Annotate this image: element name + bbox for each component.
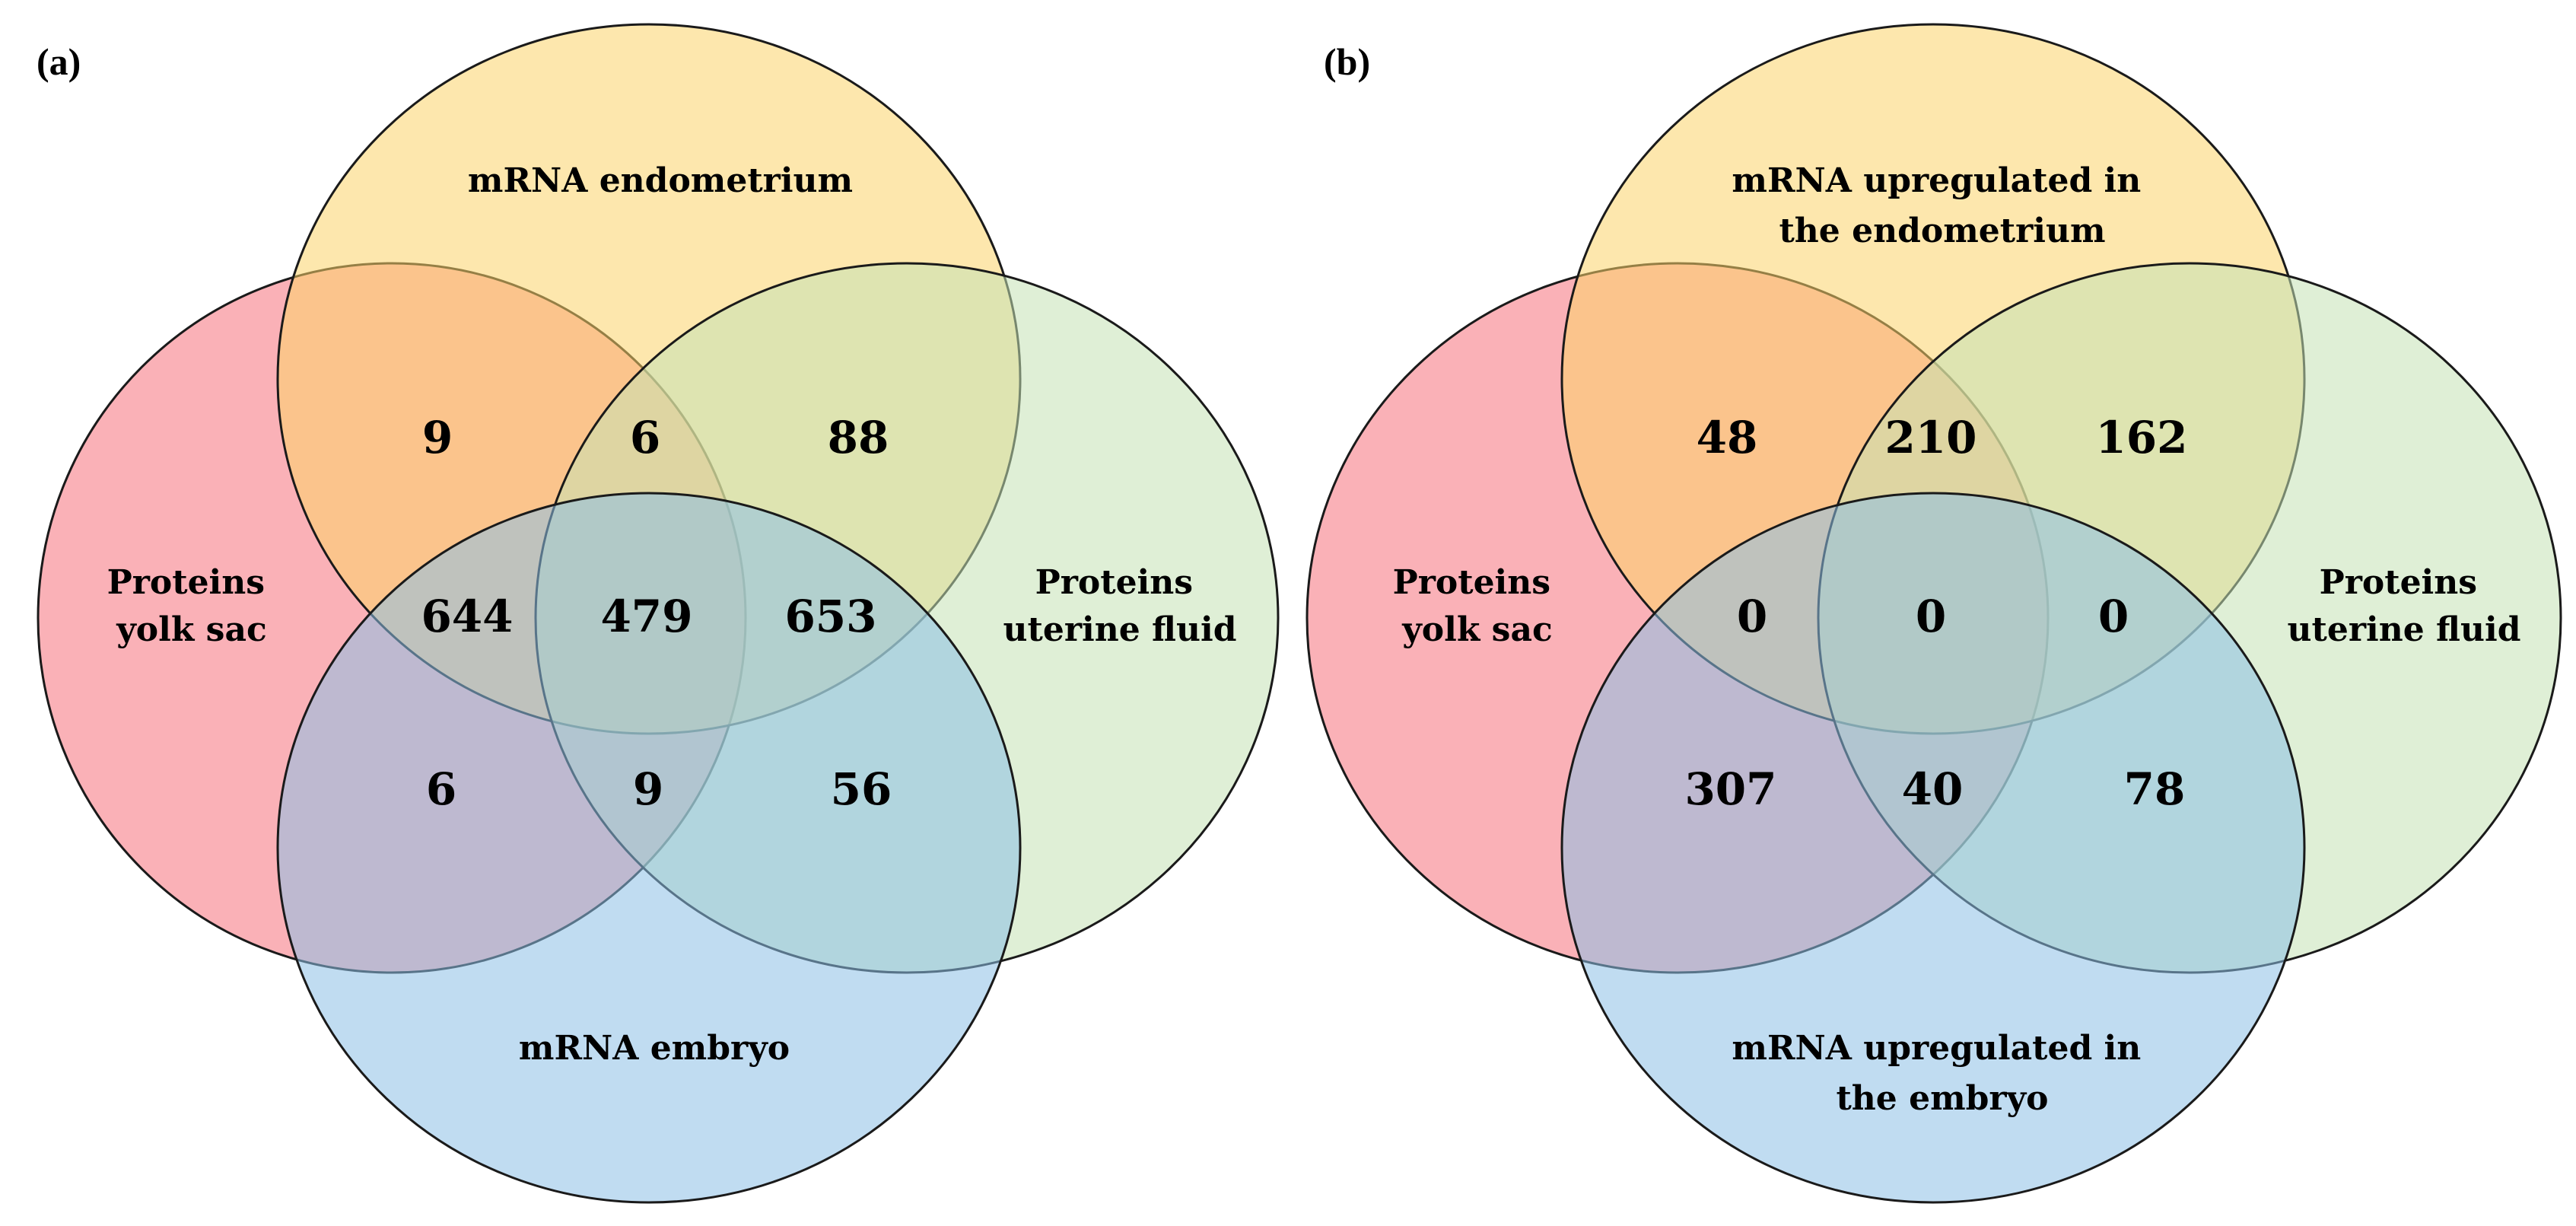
count-yolk-endo: 9 — [422, 412, 453, 463]
count-yolk-endo: 48 — [1697, 412, 1758, 463]
set-embryo — [276, 492, 1022, 1204]
set-label-embryo: mRNA upregulated in the embryo — [1732, 1029, 2152, 1118]
venn-sets — [37, 23, 1280, 1204]
count-yolk-endo-fluid: 6 — [630, 412, 660, 463]
count-yolk-endo-embryo: 0 — [1737, 591, 1767, 642]
count-yolk-endo-fluid: 210 — [1884, 412, 1977, 463]
panel-label: (a) — [37, 40, 81, 83]
set-label-embryo: mRNA embryo — [519, 1029, 790, 1068]
count-all-four: 0 — [1916, 591, 1946, 642]
set-label-yolk-sac: Proteins yolk sac — [1393, 563, 1563, 649]
set-label-endometrium: mRNA endometrium — [468, 161, 853, 200]
count-fluid-embryo: 56 — [831, 763, 892, 815]
venn-sets — [1305, 23, 2562, 1204]
set-label-uterine-fluid: Proteins uterine fluid — [2288, 563, 2521, 649]
venn-panel-a: (a) mRNA endometrium Proteins yolk sac P… — [37, 23, 1280, 1204]
count-fluid-embryo: 78 — [2124, 763, 2186, 815]
count-all-four: 479 — [600, 591, 692, 642]
count-endo-fluid-embryo: 653 — [784, 591, 876, 642]
set-label-uterine-fluid: Proteins uterine fluid — [1003, 563, 1237, 649]
count-yolk-embryo: 6 — [426, 763, 456, 815]
count-yolk-fluid-embryo: 9 — [633, 763, 663, 815]
set-embryo — [1560, 492, 2306, 1204]
count-endo-fluid: 88 — [828, 412, 889, 463]
count-endo-fluid: 162 — [2095, 412, 2187, 463]
panel-label: (b) — [1324, 40, 1370, 83]
count-yolk-embryo: 307 — [1684, 763, 1776, 815]
count-endo-fluid-embryo: 0 — [2098, 591, 2129, 642]
count-yolk-endo-embryo: 644 — [421, 591, 513, 642]
set-label-yolk-sac: Proteins yolk sac — [107, 563, 277, 649]
set-label-endometrium: mRNA upregulated in the endometrium — [1732, 161, 2152, 250]
venn-panel-b: (b) mRNA upregulated in the endometrium … — [1305, 23, 2562, 1204]
count-yolk-fluid-embryo: 40 — [1902, 763, 1964, 815]
